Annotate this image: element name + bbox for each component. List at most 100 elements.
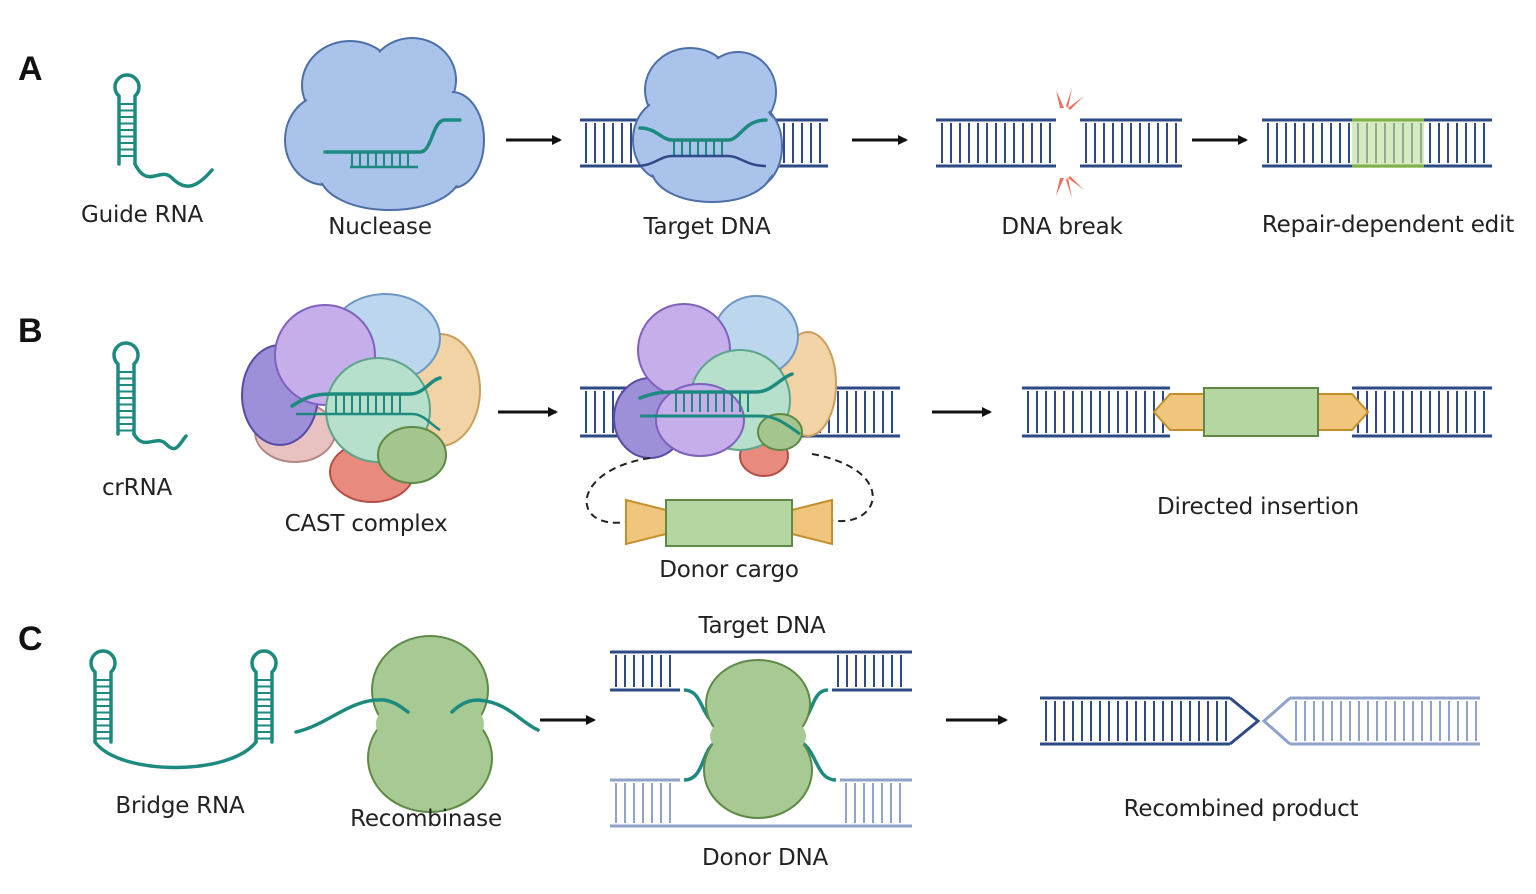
- label-recombined-product: Recombined product: [1123, 796, 1359, 822]
- tether-right: [811, 453, 874, 523]
- break-marks: [1056, 88, 1084, 198]
- rna-hairpin-loop: [89, 649, 117, 744]
- rna-stem-pairs: [119, 103, 135, 157]
- bound-guide-strand: [638, 118, 768, 142]
- target-dna-c-icon: [610, 650, 912, 728]
- rna-hairpin-loop: [112, 341, 140, 436]
- product-left-helix: [1040, 696, 1230, 746]
- recombined-product-icon: [1040, 696, 1480, 746]
- product-left-junction: [1229, 696, 1261, 746]
- insertion-dna-right: [1352, 386, 1492, 438]
- cast-bound-icon: [613, 295, 837, 477]
- dna-break-right: [1080, 118, 1182, 168]
- label-donor-dna: Donor DNA: [701, 845, 829, 871]
- inserted-cargo-icon: [1152, 387, 1370, 437]
- label-target-dna-a: Target DNA: [643, 214, 771, 240]
- label-repair-edit: Repair-dependent edit: [1261, 212, 1515, 238]
- insert-end-right: [1315, 393, 1370, 431]
- dna-base-pairs: [941, 123, 1051, 163]
- donor-dna-right-pairs: [840, 778, 912, 828]
- dna-base-pairs: [837, 655, 902, 687]
- dna-base-pairs: [1027, 391, 1164, 433]
- crrna-icon: [112, 341, 188, 451]
- cargo-end-left: [625, 498, 667, 546]
- label-target-dna-c: Target DNA: [698, 613, 826, 639]
- bridge-rna-loop: [93, 740, 258, 770]
- rna-hairpin-loop: [113, 73, 141, 166]
- bound-recombinase-waist: [710, 712, 806, 760]
- bound-cast-target: [640, 414, 801, 436]
- dna-base-pairs: [1045, 701, 1227, 741]
- label-bridge-rna: Bridge RNA: [115, 793, 245, 819]
- donor-cargo-icon: [625, 498, 833, 547]
- panel-b-letter: B: [18, 312, 43, 350]
- crrna-tail: [132, 432, 188, 451]
- label-guide-rna: Guide RNA: [81, 202, 203, 228]
- rna-stem-pairs: [256, 679, 272, 740]
- cast-guide-pairs: [335, 394, 401, 414]
- label-nuclease: Nuclease: [328, 214, 432, 240]
- dna-base-pairs: [1085, 123, 1177, 163]
- guide-rna-tail: [133, 162, 214, 188]
- rna-stem-pairs: [118, 371, 134, 432]
- cast-target-strand: [296, 412, 441, 432]
- dna-break-left: [936, 118, 1056, 168]
- bound-target-strand: [635, 154, 767, 168]
- target-dna-left-pairs: [610, 650, 680, 692]
- nuclease-fill: [322, 142, 458, 208]
- cast-bound-subunit: [655, 383, 745, 457]
- label-cast-complex: CAST complex: [284, 511, 448, 537]
- dna-base-pairs: [1357, 391, 1485, 433]
- guide-rna-icon: [113, 73, 214, 188]
- recombinase-rna-left: [294, 698, 410, 734]
- break-mark-top: [1056, 88, 1084, 110]
- cargo-body: [665, 499, 793, 547]
- rna-hairpin-loop: [250, 649, 278, 744]
- nuclease-guide-strand: [323, 118, 462, 154]
- break-mark-bottom: [1056, 176, 1084, 198]
- donor-dna-c-icon: [610, 738, 912, 828]
- donor-dna-left-pairs: [610, 778, 680, 828]
- bridge-hairpin-left: [89, 649, 117, 744]
- rna-stem-pairs: [95, 679, 111, 740]
- panel-b-graphics: [112, 293, 1492, 547]
- cast-complex-icon: [241, 293, 481, 503]
- label-directed-insertion: Directed insertion: [1157, 494, 1359, 520]
- nuclease-icon: [284, 37, 485, 211]
- label-dna-break: DNA break: [1001, 214, 1123, 240]
- insert-body: [1203, 387, 1319, 437]
- edit-region-highlight: [1352, 118, 1424, 168]
- cast-bound-subunit: [757, 413, 803, 451]
- nuclease-fill: [654, 140, 770, 200]
- dna-base-pairs: [615, 783, 671, 823]
- dna-base-pairs: [845, 783, 901, 823]
- bridge-rna-icon: [89, 649, 278, 770]
- bound-cast-pairs: [675, 392, 749, 412]
- label-recombinase: Recombinase: [350, 806, 502, 832]
- panel-a-graphics: [113, 37, 1492, 211]
- bridge-hairpin-right: [250, 649, 278, 744]
- cast-green-subunit: [377, 426, 447, 484]
- panel-a-letter: A: [18, 50, 43, 88]
- recombinase-rna-right: [450, 698, 540, 732]
- product-right-junction: [1261, 696, 1291, 746]
- dna-base-pairs: [1295, 701, 1477, 741]
- cargo-end-right: [791, 498, 833, 546]
- bound-guide-pairs: [673, 140, 723, 156]
- panel-c-graphics: [89, 635, 1480, 828]
- tether-left: [585, 457, 651, 524]
- insertion-dna-left: [1022, 386, 1170, 438]
- recombinase-bound-icon: [703, 659, 813, 819]
- nuclease-fill: [370, 40, 454, 120]
- dna-base-pairs: [615, 655, 671, 687]
- insert-end-left: [1152, 393, 1207, 431]
- target-dna-right-pairs: [832, 650, 912, 692]
- recombinase-icon: [294, 635, 540, 813]
- panel-c-letter: C: [18, 620, 43, 658]
- nuclease-bound-icon: [632, 47, 783, 203]
- product-right-helix: [1290, 696, 1480, 746]
- label-crrna: crRNA: [101, 475, 173, 501]
- label-donor-cargo: Donor cargo: [659, 557, 799, 583]
